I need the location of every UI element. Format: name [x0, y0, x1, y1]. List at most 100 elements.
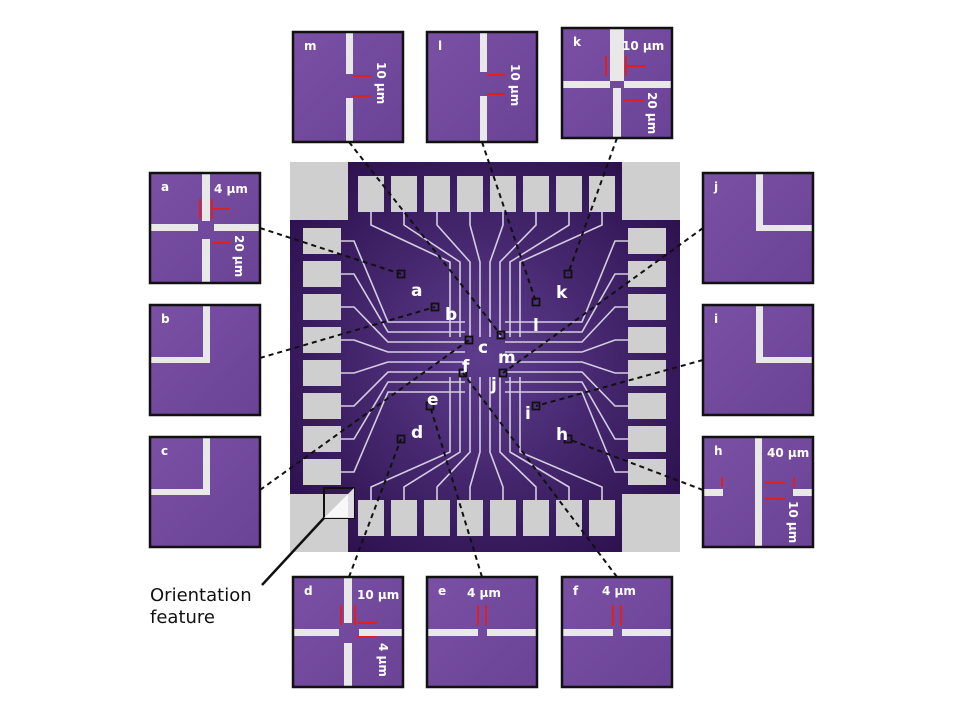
inset-border: [701, 171, 815, 285]
top-bond-pad: [358, 176, 384, 212]
trace: [341, 361, 465, 374]
leader-line-c: [259, 339, 470, 491]
inset-border: [148, 171, 262, 285]
dimension-label: 10 µm: [357, 588, 399, 602]
inset-letter: e: [438, 584, 446, 598]
bottom-bond-pad: [556, 500, 582, 536]
leader-line-l: [481, 141, 537, 303]
left-bond-pad: [303, 459, 341, 485]
trace: [505, 339, 628, 353]
orientation-caption-line1: Orientation: [150, 585, 252, 606]
inset-letter: i: [714, 312, 718, 326]
inset-letter: m: [304, 39, 317, 53]
electrode: [202, 173, 210, 221]
dimension-label: 40 µm: [767, 446, 809, 460]
trace: [519, 377, 603, 500]
chip-point-label-j: j: [490, 375, 497, 395]
right-bond-pad: [628, 393, 666, 419]
electrode: [763, 357, 813, 363]
electrode: [344, 643, 352, 687]
electrode: [203, 305, 210, 363]
trace: [489, 377, 504, 500]
leader-line-m: [348, 141, 502, 336]
bottom-bond-pad: [589, 500, 615, 536]
orientation-pointer: [261, 517, 325, 586]
bottom-bond-pad: [424, 500, 450, 536]
inset-c: c: [148, 435, 262, 549]
top-bond-pad: [424, 176, 450, 212]
chip-point-marker-j: [498, 368, 508, 378]
electrode: [562, 629, 613, 636]
inset-letter: l: [438, 39, 442, 53]
inset-letter: d: [304, 584, 313, 598]
inset-k: 10 µm 20 µm k: [560, 26, 674, 140]
leader-line-h: [567, 438, 704, 491]
electrode: [763, 225, 813, 231]
bottom-bond-pad: [523, 500, 549, 536]
trace: [341, 273, 465, 333]
trace: [469, 212, 481, 337]
dimension-label: 20 µm: [232, 235, 246, 277]
left-bond-pad: [303, 261, 341, 287]
chip-point-marker-a: [396, 269, 406, 279]
left-bond-pad: [303, 294, 341, 320]
inset-letter: a: [161, 180, 169, 194]
inset-letter: c: [161, 444, 168, 458]
trace: [341, 371, 465, 407]
dimension-label: 4 µm: [602, 584, 636, 598]
dimension-label: 10 µm: [508, 64, 522, 106]
inset-l: 10 µm l: [425, 30, 539, 144]
trace: [403, 212, 461, 337]
trace: [505, 381, 628, 440]
chip-point-label-e: e: [427, 390, 439, 410]
inset-i: i: [701, 303, 815, 417]
inset-j: j: [701, 171, 815, 285]
trace: [505, 240, 628, 323]
inset-m: 10 µmm: [291, 30, 405, 144]
leader-line-i: [535, 359, 704, 407]
electrode: [150, 357, 203, 363]
chip-point-marker-b: [430, 302, 440, 312]
left-bond-pad: [303, 228, 341, 254]
inset-b: b: [148, 303, 262, 417]
electrode: [487, 629, 537, 636]
corner-pad: [622, 494, 680, 552]
chip-point-marker-c: [464, 335, 474, 345]
trace: [341, 240, 465, 323]
trace: [403, 377, 461, 500]
inset-e: 4 µm e: [425, 575, 539, 689]
chip-point-label-d: d: [411, 423, 423, 443]
leader-lines: [259, 137, 704, 578]
electrode: [562, 81, 610, 88]
dimension-label: 4 µm: [467, 586, 501, 600]
right-bond-pad: [628, 360, 666, 386]
leader-line-b: [259, 306, 436, 359]
right-bond-pad: [628, 327, 666, 353]
trace: [509, 212, 570, 337]
trace: [436, 212, 471, 337]
chip-point-label-m: m: [498, 348, 516, 368]
inset-letter: k: [573, 35, 582, 49]
trace: [519, 212, 603, 337]
electrode: [622, 629, 672, 636]
leader-line-e: [429, 405, 483, 578]
electrode: [344, 577, 352, 623]
leader-line-d: [348, 438, 402, 578]
trace: [341, 339, 465, 353]
electrode: [359, 629, 403, 636]
leader-line-a: [259, 227, 402, 275]
trace: [341, 391, 465, 473]
inset-border: [701, 435, 815, 549]
chip-point-marker-k: [563, 269, 573, 279]
dimension-label: 10 µm: [622, 39, 664, 53]
dimension-label: 20 µm: [645, 92, 659, 134]
electrode: [202, 239, 210, 283]
trace-group: [341, 212, 628, 500]
corner-pad: [622, 162, 680, 220]
trace: [499, 212, 537, 337]
inset-border: [148, 303, 262, 417]
inset-border: [560, 26, 674, 140]
chip-point-marker-h: [563, 434, 573, 444]
inset-border: [560, 575, 674, 689]
